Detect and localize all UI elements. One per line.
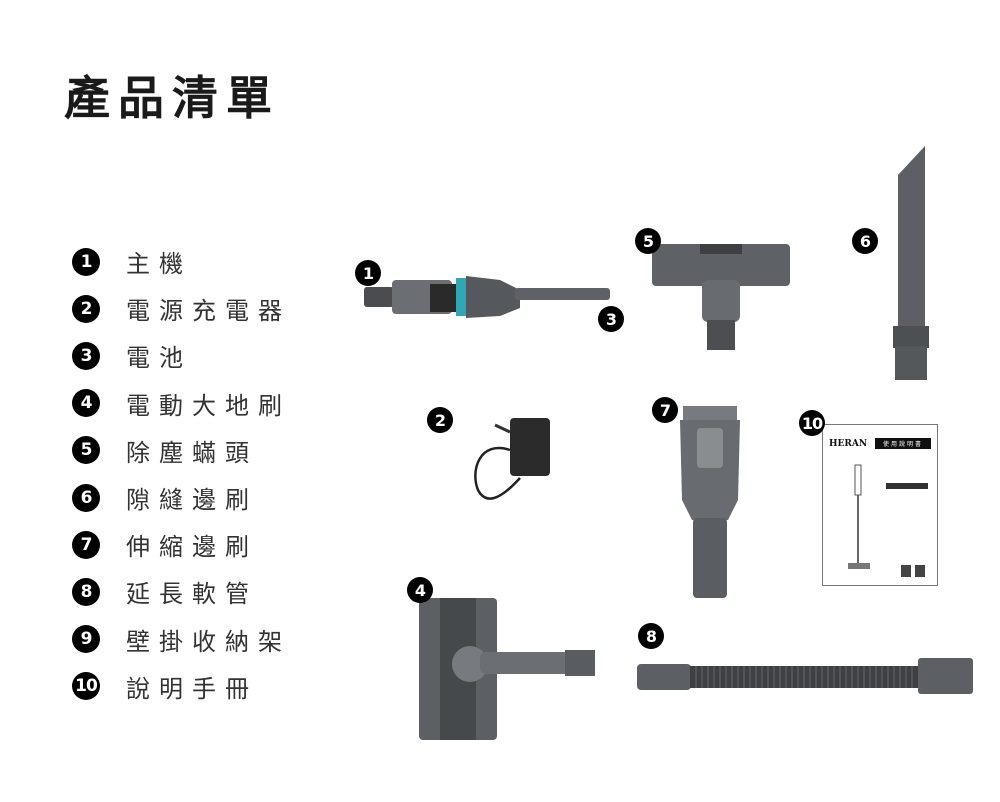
number-badge: 10 — [72, 672, 100, 701]
number-badge: 2 — [72, 294, 100, 323]
marker-1: 1 — [355, 260, 381, 286]
marker-3: 3 — [598, 306, 624, 332]
main-unit-image — [364, 276, 610, 318]
manual-title: 使用說明書 — [875, 438, 931, 449]
number-badge: 5 — [72, 436, 100, 465]
marker-10: 10 — [799, 410, 825, 436]
list-item: 1 主機 — [72, 238, 291, 285]
dust-mite-head-image — [652, 244, 790, 350]
number-badge: 1 — [72, 247, 100, 276]
item-label: 主機 — [126, 250, 192, 279]
marker-7: 7 — [652, 397, 678, 423]
manual-brand: HERAN — [829, 439, 868, 449]
item-label: 除塵蟎頭 — [126, 438, 258, 467]
number-badge: 7 — [72, 530, 100, 559]
telescopic-brush-image — [680, 406, 740, 598]
crevice-tool-image — [893, 146, 929, 380]
marker-5: 5 — [635, 228, 661, 254]
vacuum-sketch-icon — [848, 464, 928, 577]
number-badge: 4 — [72, 389, 100, 418]
list-item: 6 隙縫邊刷 — [72, 474, 291, 521]
list-item: 9 壁掛收納架 — [72, 616, 291, 663]
number-badge: 6 — [72, 483, 100, 512]
manual-image: HERAN 使用說明書 — [822, 424, 938, 586]
item-label: 壁掛收納架 — [126, 627, 291, 656]
item-label: 伸縮邊刷 — [126, 533, 258, 562]
number-badge: 3 — [72, 341, 100, 370]
list-item: 5 除塵蟎頭 — [72, 427, 291, 474]
list-item: 10 說明手冊 — [72, 663, 291, 710]
item-label: 隙縫邊刷 — [126, 486, 258, 515]
charger-image — [474, 418, 550, 500]
item-label: 電池 — [126, 344, 192, 373]
marker-8: 8 — [638, 623, 664, 649]
item-label: 電動大地刷 — [126, 391, 291, 420]
extension-hose-image — [637, 658, 973, 694]
list-item: 7 伸縮邊刷 — [72, 521, 291, 568]
list-item: 2 電源充電器 — [72, 285, 291, 332]
item-label: 電源充電器 — [126, 297, 291, 326]
marker-2: 2 — [427, 407, 453, 433]
number-badge: 8 — [72, 577, 100, 606]
marker-4: 4 — [407, 577, 433, 603]
floor-brush-image — [419, 598, 595, 740]
item-label: 延長軟管 — [126, 580, 258, 609]
list-item: 4 電動大地刷 — [72, 380, 291, 427]
list-item: 8 延長軟管 — [72, 568, 291, 615]
page-title: 產品清單 — [64, 71, 280, 125]
list-item: 3 電池 — [72, 332, 291, 379]
number-badge: 9 — [72, 625, 100, 654]
item-label: 說明手冊 — [126, 674, 258, 703]
marker-6: 6 — [852, 228, 878, 254]
